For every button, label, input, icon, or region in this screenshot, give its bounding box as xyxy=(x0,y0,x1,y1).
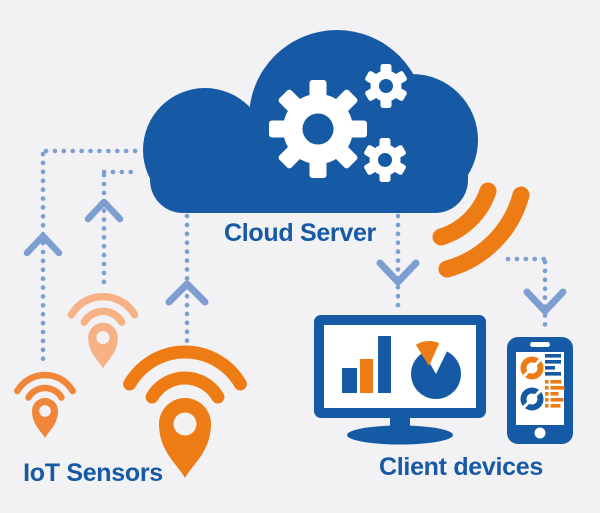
phone-home-button xyxy=(534,427,546,439)
cloud-server-label: Cloud Server xyxy=(223,219,376,247)
phone-list-bars xyxy=(545,354,565,408)
monitor-stand-base xyxy=(347,425,453,445)
phone-donut-chart-orange-icon xyxy=(520,356,544,380)
arrow-up-icon-1 xyxy=(23,232,63,257)
cloud-with-gears-icon xyxy=(143,30,478,213)
smartphone-dashboard-icon xyxy=(507,337,573,444)
dotted-connections xyxy=(40,148,548,369)
iot-sensors-label: IoT Sensors xyxy=(23,459,163,487)
bar-chart-icon xyxy=(342,336,391,393)
gear-small-top-icon xyxy=(365,64,407,108)
arrow-up-icon-3 xyxy=(165,280,209,306)
flow-arrows xyxy=(23,198,567,315)
wifi-signal-arcs-icon xyxy=(432,182,530,278)
client-devices-label: Client devices xyxy=(379,453,543,481)
location-wifi-sensor-icon-small xyxy=(17,375,72,438)
arrow-down-icon-monitor xyxy=(376,259,420,286)
monitor-dashboard-icon xyxy=(314,315,486,445)
location-wifi-sensor-icon-light xyxy=(71,297,134,369)
gear-small-bottom-icon xyxy=(364,138,406,182)
pie-chart-icon xyxy=(411,341,461,399)
arrow-up-icon-2 xyxy=(84,198,124,223)
phone-donut-chart-blue-icon xyxy=(520,387,544,411)
arrow-down-icon-phone xyxy=(523,288,567,315)
gear-large-icon xyxy=(269,80,367,178)
phone-speaker xyxy=(530,342,550,347)
